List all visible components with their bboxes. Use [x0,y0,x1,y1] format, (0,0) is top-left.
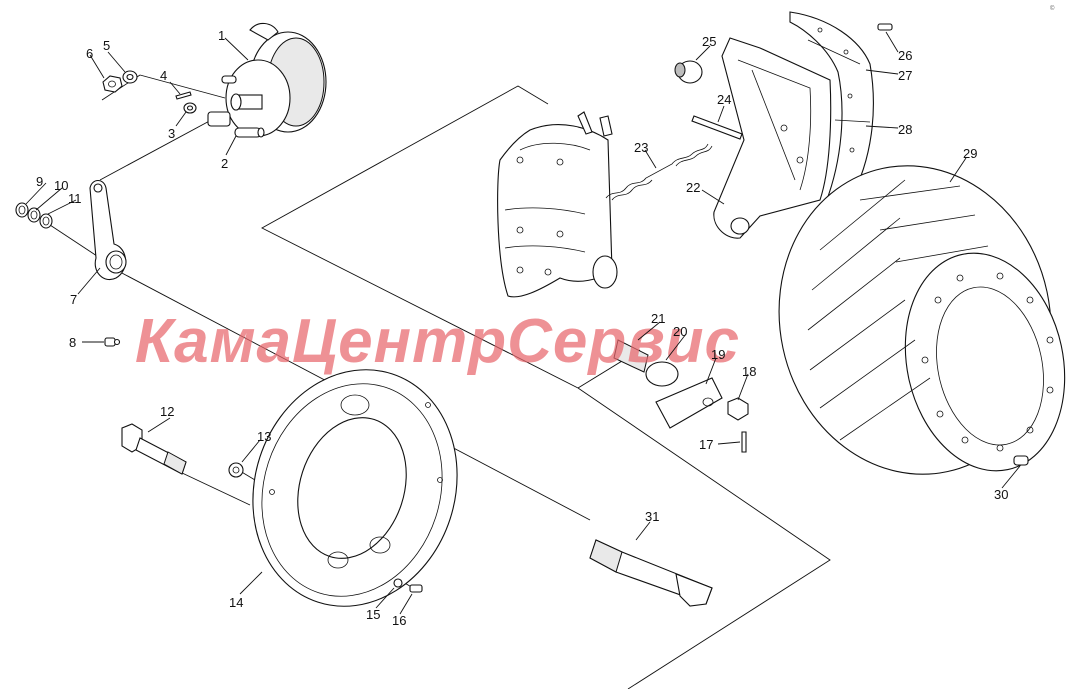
backing-plate [252,369,458,607]
part-label-16: 16 [392,613,406,628]
part-label-5: 5 [103,38,110,53]
grease-fitting-8 [104,337,121,347]
washer-3 [183,102,197,114]
bushing-parts-17-21 [613,339,749,453]
part-label-2: 2 [221,156,228,171]
part-label-12: 12 [160,404,174,419]
part-label-3: 3 [168,126,175,141]
watermark: КамаЦентрСервис [135,307,740,376]
brake-shoe-left [497,111,618,298]
part-label-17: 17 [699,437,713,452]
part-label-15: 15 [366,607,380,622]
drum-bolt-30 [1013,455,1029,466]
part-label-8: 8 [69,335,76,350]
part-label-26: 26 [898,48,912,63]
part-label-19: 19 [711,347,725,362]
leader-lines [25,31,1021,615]
washers-9-11 [15,202,53,229]
pin-2 [234,127,265,138]
anchor-bolt-12 [121,423,187,475]
part-labels: 1 2 3 4 5 6 7 8 9 10 11 12 13 14 15 16 1… [36,28,1008,628]
brake-chamber [207,22,327,137]
nut-6 [102,75,123,93]
part-label-29: 29 [963,146,977,161]
part-label-20: 20 [673,324,687,339]
brake-drum [778,165,1066,475]
slack-adjuster [89,179,127,280]
part-label-14: 14 [229,595,243,610]
part-label-30: 30 [994,487,1008,502]
washer-bolt-15-16 [393,578,423,593]
return-spring-23 [605,143,713,201]
bushing-13 [228,462,244,478]
part-label-25: 25 [702,34,716,49]
part-label-18: 18 [742,364,756,379]
part-label-31: 31 [645,509,659,524]
cotter-pin-4 [175,91,192,100]
part-label-4: 4 [160,68,167,83]
part-label-9: 9 [36,174,43,189]
part-label-28: 28 [898,122,912,137]
lock-washer-5 [122,70,138,84]
camshaft-31 [589,539,713,607]
corner-mark: © [1050,5,1055,12]
roller-25 [674,60,703,84]
part-label-10: 10 [54,178,68,193]
part-label-6: 6 [86,46,93,61]
part-label-21: 21 [651,311,665,326]
part-label-27: 27 [898,68,912,83]
part-label-7: 7 [70,292,77,307]
part-label-13: 13 [257,429,271,444]
brake-shoe-22 [713,37,832,239]
part-label-22: 22 [686,180,700,195]
shoe-pin-24 [691,115,743,140]
part-label-11: 11 [68,191,82,206]
part-label-24: 24 [717,92,731,107]
part-label-1: 1 [218,28,225,43]
part-label-23: 23 [634,140,648,155]
